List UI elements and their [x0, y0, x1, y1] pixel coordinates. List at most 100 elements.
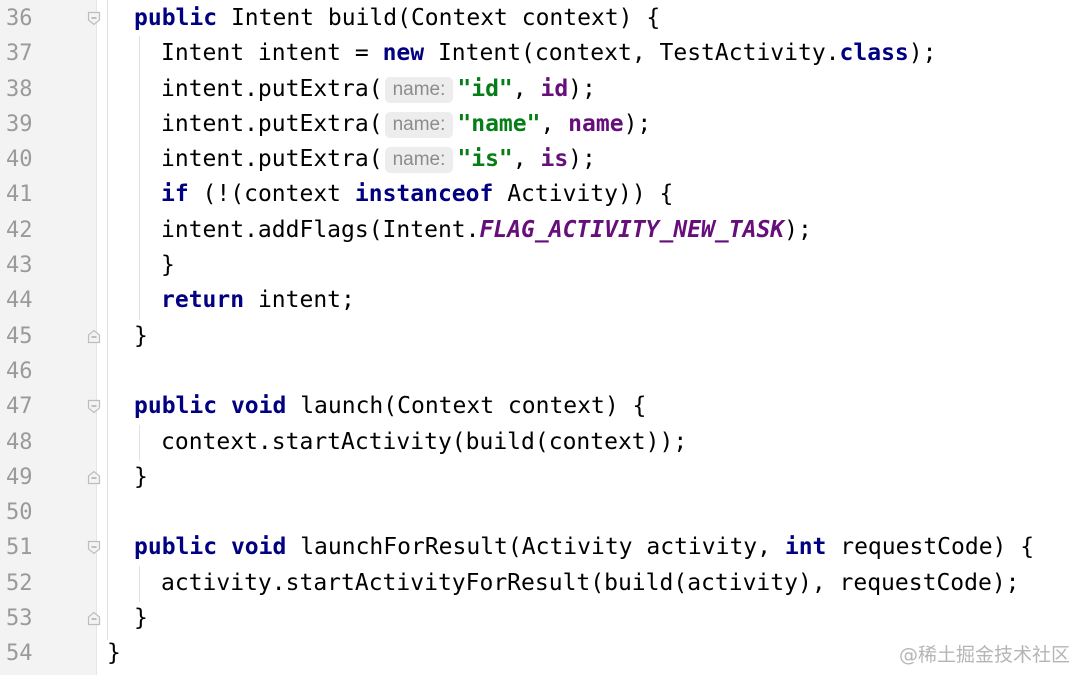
line-number: 54 [6, 641, 33, 667]
keyword-token: public [134, 5, 218, 31]
watermark: @稀土掘金技术社区 [898, 644, 1070, 666]
code-text: Intent intent = new Intent(context, Test… [161, 36, 936, 71]
code-line[interactable]: 54} [0, 636, 1080, 671]
code-line[interactable]: 40 intent.putExtra(name:"is", is); [0, 142, 1080, 177]
line-number-gutter [0, 0, 97, 675]
code-line[interactable]: 38 intent.putExtra(name:"id", id); [0, 72, 1080, 107]
code-text: } [134, 601, 148, 636]
code-text: intent.putExtra(name:"is", is); [161, 142, 596, 177]
code-line[interactable]: 43} [0, 248, 1080, 283]
code-line[interactable]: 44 return intent; [0, 283, 1080, 318]
line-number: 46 [6, 358, 33, 384]
line-number: 37 [6, 41, 33, 67]
code-token: ); [623, 110, 652, 137]
code-token: context.startActivity(build(context)); [161, 428, 688, 455]
code-line[interactable]: 51 public void launchForResult(Activity a… [0, 530, 1080, 565]
keyword-token: void [230, 534, 287, 561]
code-token: intent.addFlags(Intent. [161, 216, 480, 243]
fold-open-icon[interactable] [87, 399, 101, 414]
code-token: Activity)) { [493, 181, 674, 208]
parameter-hint: name: [384, 76, 454, 103]
line-number: 43 [6, 253, 33, 279]
field-token: id [540, 75, 569, 102]
code-token: } [161, 252, 175, 279]
code-text: intent.putExtra(name:"id", id); [161, 72, 596, 107]
keyword-token: void [230, 393, 287, 420]
fold-close-icon[interactable] [87, 470, 101, 485]
code-token: ); [784, 216, 812, 243]
code-text: activity.startActivityForResult(build(ac… [161, 566, 1020, 601]
code-text: return intent; [161, 283, 355, 318]
code-token: , [512, 75, 541, 102]
indent-guide [139, 36, 140, 320]
keyword-token: class [839, 40, 909, 67]
code-text: public Intent build(Context context) { [134, 1, 660, 36]
code-text: public void launch(Context context) { [134, 389, 646, 424]
code-text: } [134, 319, 148, 354]
code-line[interactable]: 50 [0, 495, 1080, 530]
code-token: } [134, 322, 148, 349]
line-number: 39 [6, 111, 33, 137]
keyword-token: public [134, 534, 218, 561]
code-line[interactable]: 47 public void launch(Context context) { [0, 389, 1080, 424]
line-number: 41 [6, 182, 33, 208]
line-number: 40 [6, 147, 33, 173]
keyword-token: instanceof [354, 181, 494, 208]
fold-close-icon[interactable] [87, 329, 101, 344]
code-line[interactable]: 49} [0, 460, 1080, 495]
code-line[interactable]: 37 Intent intent = new Intent(context, Te… [0, 36, 1080, 71]
line-number: 42 [6, 217, 33, 243]
code-text: } [161, 248, 175, 283]
line-number: 51 [6, 535, 33, 561]
fold-close-icon[interactable] [87, 611, 101, 626]
code-token: Intent build(Context context) { [217, 5, 661, 31]
code-line[interactable]: 45} [0, 319, 1080, 354]
line-number: 50 [6, 500, 33, 526]
line-number: 45 [6, 323, 33, 349]
line-number: 38 [6, 76, 33, 102]
code-line[interactable]: 53} [0, 601, 1080, 636]
keyword-token: public [134, 393, 218, 420]
field-token: name [568, 110, 624, 137]
code-token: intent.putExtra( [161, 110, 383, 137]
code-line[interactable]: 42 intent.addFlags(Intent.FLAG_ACTIVITY_N… [0, 213, 1080, 248]
code-text: } [107, 636, 121, 671]
code-token [217, 534, 231, 560]
code-text: intent.putExtra(name:"name", name); [161, 107, 651, 142]
code-token: ); [568, 146, 596, 173]
line-number: 44 [6, 288, 33, 314]
indent-guide [139, 566, 140, 602]
string-literal: "id" [457, 75, 513, 102]
indent-guide [107, 0, 108, 640]
code-token: Intent(context, TestActivity. [424, 40, 840, 67]
code-token: ); [568, 75, 596, 102]
code-token: intent.putExtra( [161, 146, 383, 173]
code-token: } [107, 640, 121, 667]
keyword-token: int [784, 534, 827, 561]
code-token [217, 393, 231, 419]
line-number: 47 [6, 394, 33, 420]
code-token: launchForResult(Activity activity, [286, 534, 785, 561]
keyword-token: return [161, 287, 245, 314]
code-token: intent; [244, 287, 355, 314]
code-token: ); [908, 40, 937, 67]
code-token: Intent intent = [161, 40, 383, 67]
code-line[interactable]: 41 if (!(context instanceof Activity)) { [0, 177, 1080, 212]
string-literal: "is" [457, 146, 513, 173]
code-text: if (!(context instanceof Activity)) { [161, 177, 673, 212]
code-text: public void launchForResult(Activity act… [134, 530, 1034, 565]
code-token: intent.putExtra( [161, 75, 383, 102]
parameter-hint: name: [384, 147, 454, 174]
code-line[interactable]: 46 [0, 354, 1080, 389]
constant-token: FLAG_ACTIVITY_NEW_TASK [479, 216, 785, 243]
line-number: 53 [6, 606, 33, 632]
fold-open-icon[interactable] [87, 11, 101, 26]
line-number: 49 [6, 464, 33, 490]
fold-open-icon[interactable] [87, 540, 101, 555]
indent-guide [139, 425, 140, 461]
